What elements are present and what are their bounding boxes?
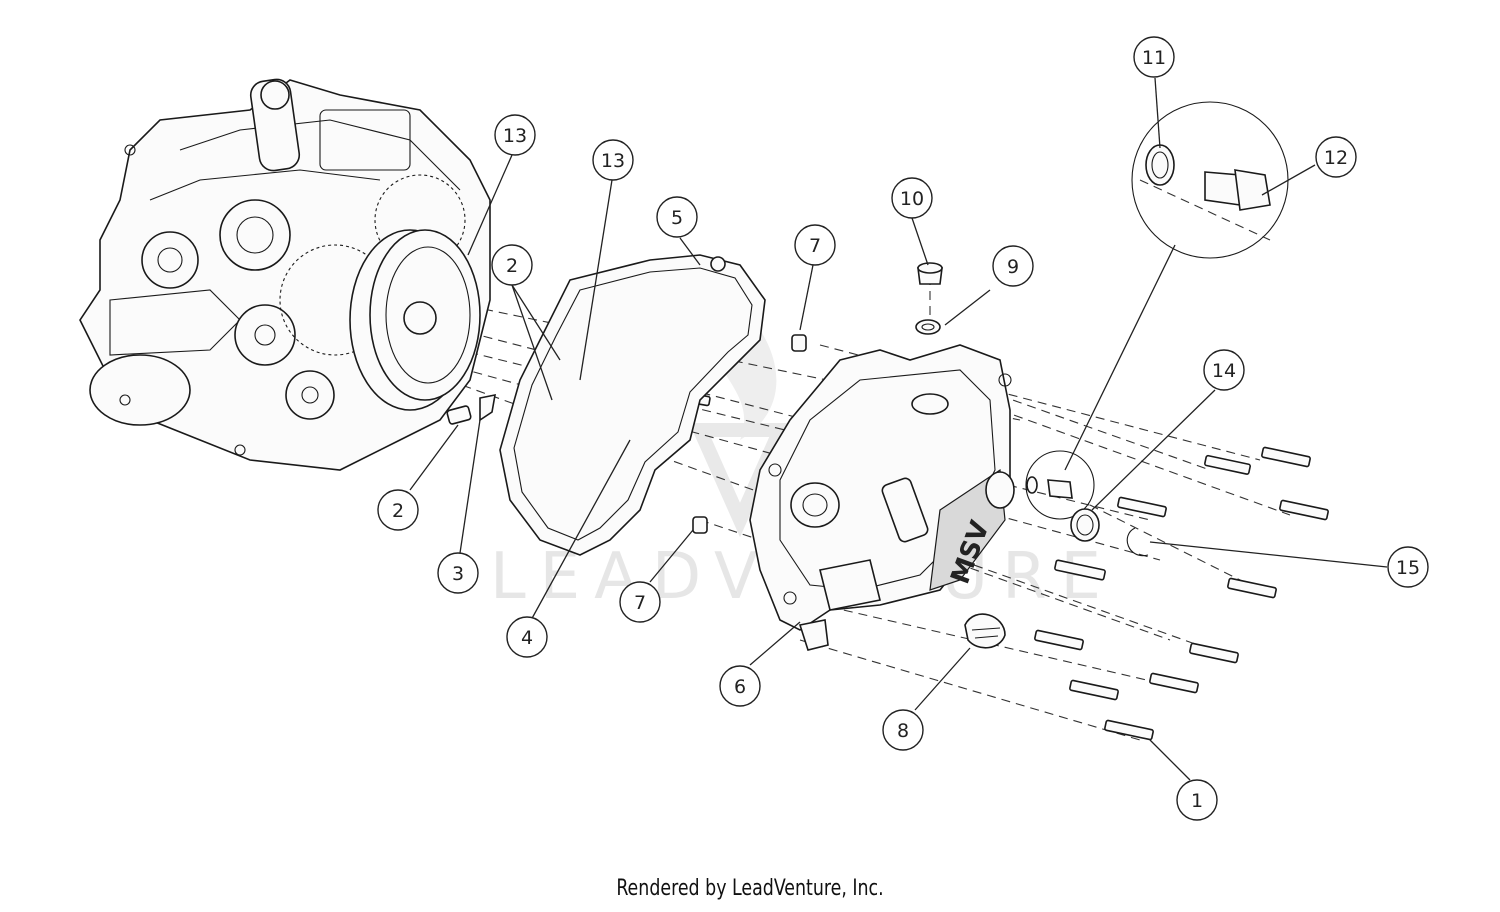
callout-4: 4 (506, 616, 548, 658)
callouts: 13 13 2 2 3 4 5 7 (377, 36, 1429, 821)
svg-text:7: 7 (809, 235, 821, 257)
callout-10: 10 (891, 177, 933, 219)
svg-text:4: 4 (521, 627, 533, 649)
svg-text:6: 6 (734, 676, 746, 698)
callout-2a: 2 (491, 244, 533, 286)
callout-12: 12 (1315, 136, 1357, 178)
callout-3: 3 (437, 552, 479, 594)
callout-5: 5 (656, 196, 698, 238)
callout-7b: 7 (619, 581, 661, 623)
leader-lines (409, 77, 1388, 781)
callout-2b: 2 (377, 489, 419, 531)
callout-14: 14 (1203, 349, 1245, 391)
cover-bolts (1034, 446, 1329, 741)
seal-and-circlip (1070, 508, 1149, 557)
svg-text:13: 13 (601, 150, 625, 172)
svg-text:13: 13 (503, 125, 527, 147)
cover-gasket (499, 254, 766, 556)
rotor-drum (349, 229, 481, 411)
callout-8: 8 (882, 709, 924, 751)
svg-text:7: 7 (634, 592, 646, 614)
engine-crankcase (79, 78, 491, 471)
svg-text:12: 12 (1324, 147, 1348, 169)
callout-11: 11 (1133, 36, 1175, 78)
footer-credit: Rendered by LeadVenture, Inc. (616, 876, 884, 901)
svg-text:8: 8 (897, 720, 909, 742)
drain-plug-detail (1025, 101, 1289, 520)
dowel-pins (692, 334, 807, 534)
callout-13b: 13 (592, 139, 634, 181)
svg-text:11: 11 (1142, 47, 1166, 69)
svg-text:14: 14 (1212, 360, 1236, 382)
callout-15: 15 (1387, 546, 1429, 588)
svg-text:2: 2 (392, 500, 404, 522)
side-cover: MSV (749, 344, 1015, 651)
svg-text:10: 10 (900, 188, 924, 210)
svg-text:2: 2 (506, 255, 518, 277)
callout-9: 9 (992, 245, 1034, 287)
callout-13a: 13 (494, 114, 536, 156)
callout-1: 1 (1176, 779, 1218, 821)
svg-text:15: 15 (1396, 557, 1420, 579)
svg-text:5: 5 (671, 207, 683, 229)
fill-plug-and-washer (915, 262, 943, 335)
callout-6: 6 (719, 665, 761, 707)
svg-text:3: 3 (452, 563, 464, 585)
callout-7a: 7 (794, 224, 836, 266)
svg-text:9: 9 (1007, 256, 1019, 278)
oil-filler-cap (964, 613, 1006, 649)
svg-text:1: 1 (1191, 790, 1203, 812)
